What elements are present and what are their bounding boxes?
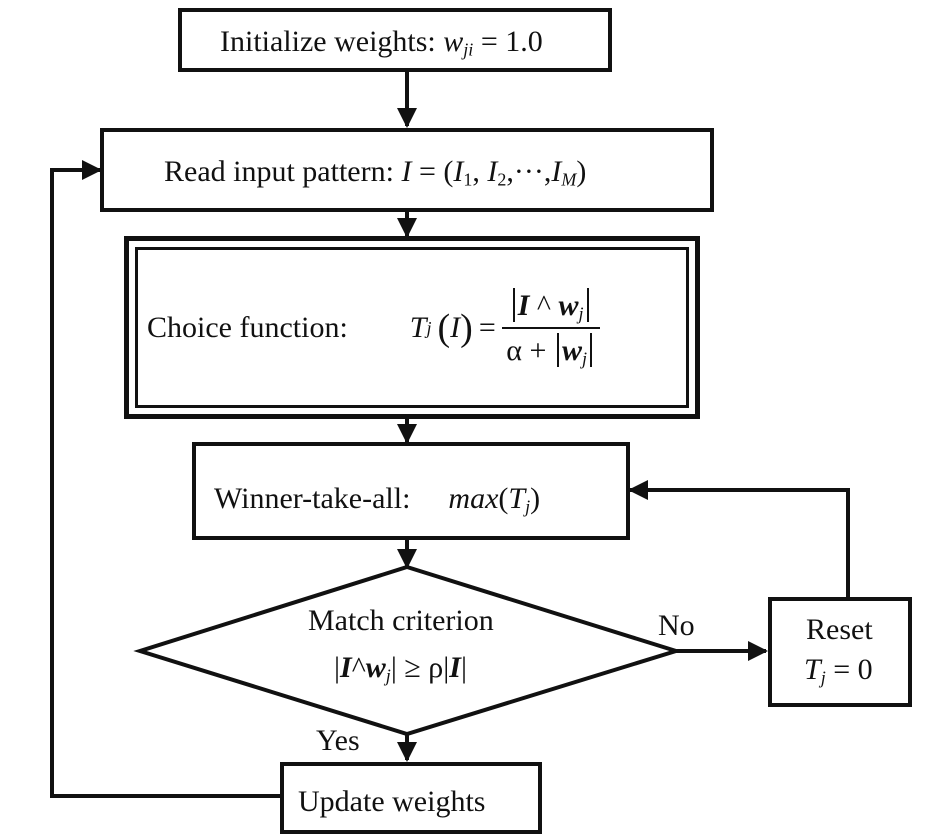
match-geq: ≥ ρ xyxy=(396,651,444,684)
read-iM: I xyxy=(551,155,562,188)
num-I: I xyxy=(517,288,530,322)
read-I: I xyxy=(401,155,412,188)
read-label: Read input pattern: xyxy=(164,155,394,188)
winner-fn: max xyxy=(448,482,499,515)
winner-open: ( xyxy=(498,482,509,515)
choice-T: T xyxy=(409,310,427,344)
reset-eq: = 0 xyxy=(825,653,873,686)
read-sM: M xyxy=(561,169,577,190)
init-var: w xyxy=(443,25,464,58)
match-w: w xyxy=(365,651,386,684)
read-i2: I xyxy=(487,155,498,188)
reset-title: Reset xyxy=(806,613,873,646)
choice-fraction: I ^ wj α + wj xyxy=(501,287,600,368)
choice-eq: = xyxy=(478,310,496,344)
read-box: Read input pattern: I = (I1, I2,···,IM) xyxy=(100,128,714,212)
init-sub: ji xyxy=(463,39,474,60)
reset-formula: Tj = 0 xyxy=(804,653,873,688)
den-sub: j xyxy=(581,348,587,368)
update-box: Update weights xyxy=(280,762,542,834)
num-w: w xyxy=(558,288,579,322)
winner-label: Winner-take-all: xyxy=(214,482,411,515)
edge-label-no: No xyxy=(658,609,695,642)
num-wedge: ^ xyxy=(529,288,559,322)
den-w: w xyxy=(561,333,582,367)
read-mid: ,···, xyxy=(506,155,552,188)
reset-box: Reset Tj = 0 xyxy=(768,597,912,707)
read-s2: 2 xyxy=(497,169,507,190)
read-close: ) xyxy=(576,155,587,188)
winner-sub: j xyxy=(525,496,531,517)
init-text: Initialize weights: wji = 1.0 xyxy=(220,25,543,60)
choice-arg: I xyxy=(450,310,461,344)
match-title: Match criterion xyxy=(308,604,494,637)
choice-paren-close: ) xyxy=(460,306,473,349)
match-diamond xyxy=(133,564,683,737)
choice-paren-open: ( xyxy=(437,306,451,349)
match-I2: I xyxy=(449,651,461,684)
init-label: Initialize weights: xyxy=(220,25,436,58)
read-s1: 1 xyxy=(463,169,473,190)
num-sub: j xyxy=(578,303,584,323)
read-c1: , xyxy=(472,155,488,188)
edge-label-yes: Yes xyxy=(316,724,360,757)
update-label: Update weights xyxy=(298,785,486,818)
init-eq: = 1.0 xyxy=(473,25,543,58)
reset-sub: j xyxy=(820,667,826,688)
read-text: Read input pattern: I = (I1, I2,···,IM) xyxy=(164,155,587,190)
read-i1: I xyxy=(453,155,464,188)
match-formula: |I^wj| ≥ ρ|I| xyxy=(334,651,467,686)
arrow-update-to-read xyxy=(50,160,280,798)
winner-T: T xyxy=(508,482,526,515)
reset-T: T xyxy=(804,653,821,686)
winner-text: Winner-take-all: max(Tj) xyxy=(214,482,541,517)
winner-box: Winner-take-all: max(Tj) xyxy=(192,442,630,540)
init-box: Initialize weights: wji = 1.0 xyxy=(178,8,612,72)
choice-label: Choice function: xyxy=(147,310,348,344)
match-wedge: ^ xyxy=(351,651,366,684)
choice-denominator: α + wj xyxy=(502,329,600,368)
winner-close: ) xyxy=(530,482,541,515)
den-alpha: α + xyxy=(506,333,554,367)
match-sub: j xyxy=(385,665,391,686)
arrow-reset-to-winner xyxy=(628,480,850,597)
read-eq: = ( xyxy=(411,155,454,188)
match-I: I xyxy=(340,651,352,684)
choice-numerator: I ^ wj xyxy=(501,287,600,329)
